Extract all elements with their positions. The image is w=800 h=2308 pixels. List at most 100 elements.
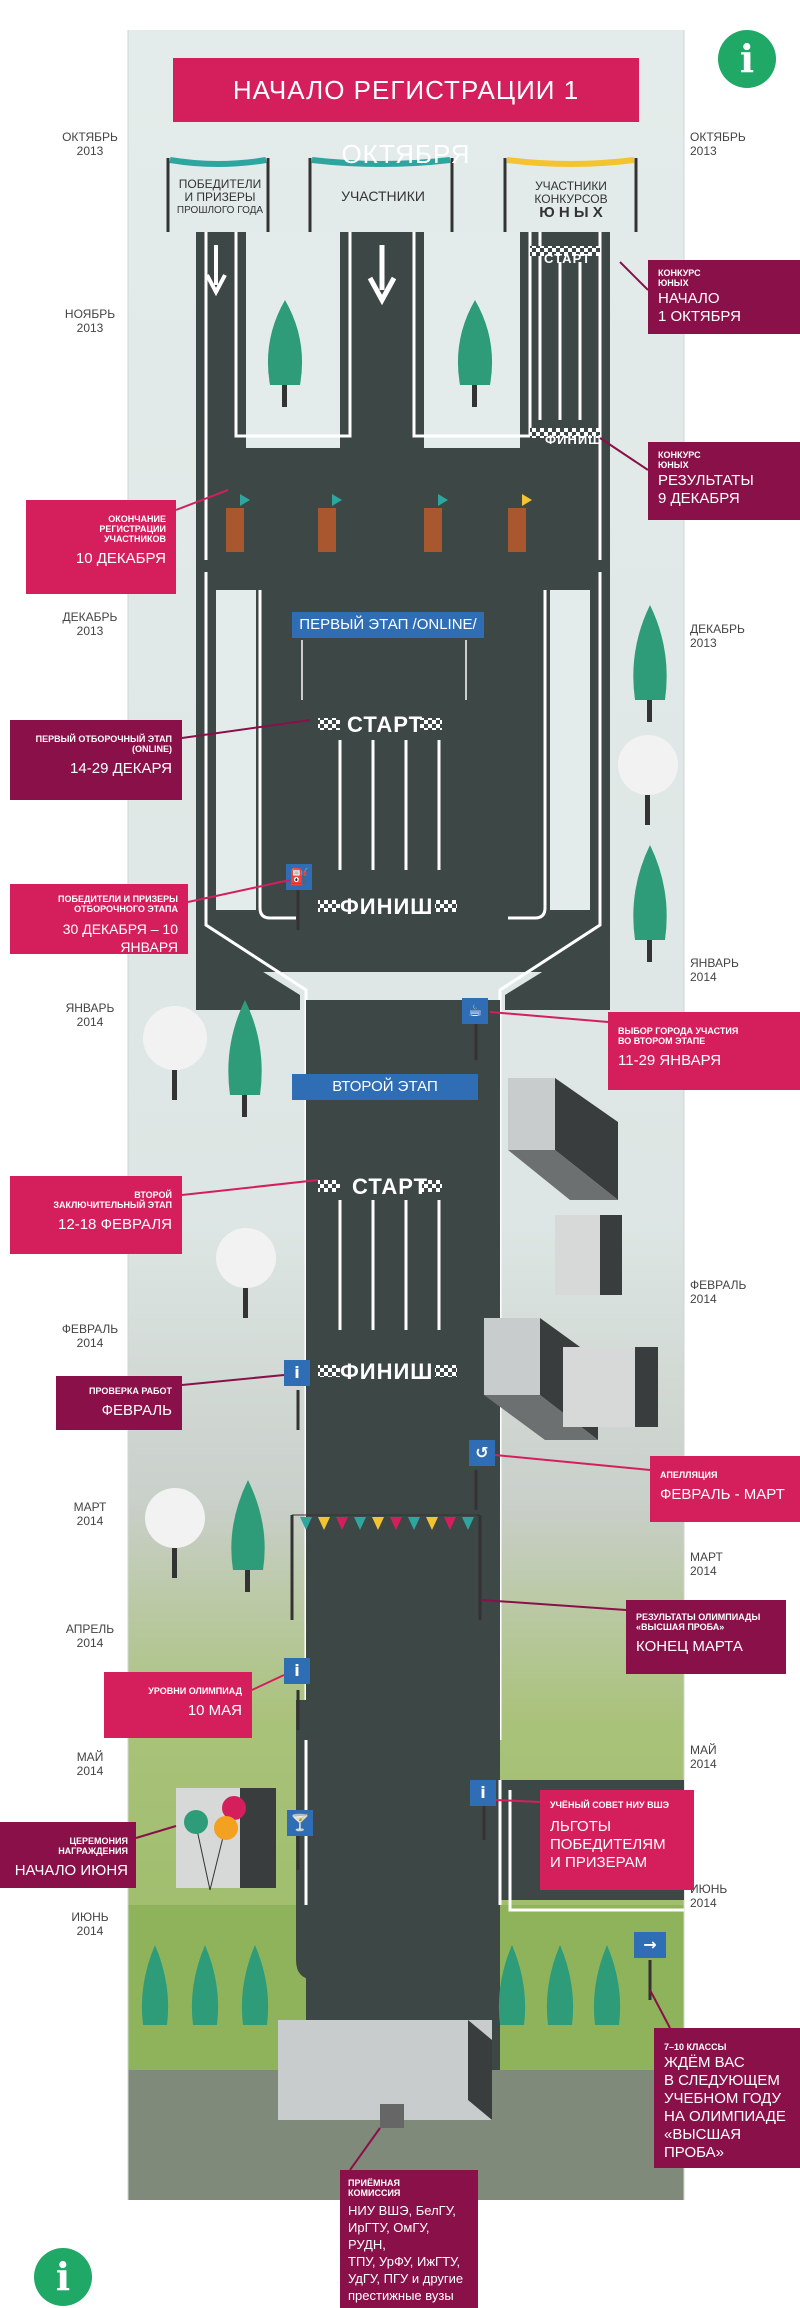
callout-big: УдГУ, ПГУ и другие — [348, 2271, 464, 2286]
lane-label-winners-line1: ПОБЕДИТЕЛИ — [178, 177, 262, 191]
lane-label-winners-line3: ПРОШЛОГО ГОДА — [176, 205, 264, 216]
callout-academic-council: УЧЁНЫЙ СОВЕТ НИУ ВШЭ ЛЬГОТЫ ПОБЕДИТЕЛЯМ … — [540, 1790, 694, 1890]
month-year: 2014 — [76, 1514, 104, 1528]
lane-banners — [166, 157, 638, 232]
info-icon-top[interactable]: i — [718, 30, 776, 88]
callout-admission-office: ПРИЁМНАЯ КОМИССИЯ НИУ ВШЭ, БелГУ, ИрГТУ,… — [340, 2170, 478, 2308]
callout-final-stage: ВТОРОЙ ЗАКЛЮЧИТЕЛЬНЫЙ ЭТАП 12-18 ФЕВРАЛЯ — [10, 1176, 182, 1254]
month-year: 2014 — [690, 1292, 717, 1306]
callout-small: ЮНЫХ — [658, 278, 689, 288]
month-year: 2014 — [76, 1015, 104, 1029]
month-name: ФЕВРАЛЬ — [690, 1278, 747, 1292]
arrow-middle — [367, 245, 397, 306]
junior-finish-label: ФИНИШ — [545, 432, 603, 447]
lane-label-winners-line2: И ПРИЗЕРЫ — [184, 190, 256, 204]
month-name: НОЯБРЬ — [64, 307, 116, 321]
month-name: АПРЕЛЬ — [65, 1622, 115, 1636]
callout-big: ПОБЕДИТЕЛЯМ — [550, 1836, 666, 1853]
stage1-island-right — [550, 590, 590, 910]
month-year: 2014 — [76, 1336, 104, 1350]
stage1-start-label: СТАРТ — [347, 712, 424, 737]
month-name: МАРТ — [690, 1550, 723, 1564]
callout-award-ceremony: ЦЕРЕМОНИЯ НАГРАЖДЕНИЯ НАЧАЛО ИЮНЯ — [0, 1822, 136, 1888]
coffee-icon: ☕ — [462, 998, 488, 1024]
bunting — [290, 1514, 482, 1620]
lane-label-juniors-line2: КОНКУРСОВ — [534, 192, 608, 206]
callout-big: 10 ДЕКАБРЯ — [75, 550, 166, 567]
callout-small: ЦЕРЕМОНИЯ НАГРАЖДЕНИЯ — [58, 1836, 128, 1856]
stage1-side-lines — [301, 640, 467, 700]
balloons — [184, 1796, 246, 1891]
sign-poles — [296, 890, 652, 2000]
month-year: 2014 — [690, 1896, 717, 1910]
month-year: 2014 — [76, 1636, 104, 1650]
month-year: 2014 — [76, 1924, 104, 1938]
info-icon-bottom[interactable]: i — [34, 2248, 92, 2306]
callout-olympiad-levels: УРОВНИ ОЛИМПИАД 10 МАЯ — [104, 1672, 252, 1738]
registration-banner: НАЧАЛО РЕГИСТРАЦИИ 1 ОКТЯБРЯ — [173, 58, 639, 169]
callout-big: «ВЫСШАЯ ПРОБА» — [664, 2126, 742, 2161]
callout-small: ОКОНЧАНИЕ — [108, 514, 166, 524]
callout-small: КОНКУРС — [658, 268, 701, 278]
callout-big: НА ОЛИМПИАДЕ — [664, 2108, 786, 2125]
stage2-road — [306, 1000, 500, 2070]
stage1-lanes — [338, 740, 441, 870]
stage2-lanes — [338, 1200, 441, 1330]
booths — [226, 494, 532, 552]
stage2-start-label: СТАРТ — [352, 1174, 429, 1199]
month-name: ИЮНЬ — [71, 1910, 109, 1924]
month-year: 2014 — [690, 970, 717, 984]
stage1-sign: ПЕРВЫЙ ЭТАП /ONLINE/ — [292, 612, 484, 638]
callout-small: РЕЗУЛЬТАТЫ ОЛИМПИАДЫ — [636, 1612, 761, 1622]
arrow-right-icon: → — [634, 1932, 666, 1958]
callout-big: НАЧАЛО — [658, 290, 720, 307]
month-name: ИЮНЬ — [690, 1882, 728, 1896]
callout-big: 12-18 ФЕВРАЛЯ — [58, 1216, 172, 1233]
callout-work-check: ПРОВЕРКА РАБОТ ФЕВРАЛЬ — [56, 1376, 182, 1430]
callout-big: И ПРИЗЕРАМ — [550, 1854, 648, 1871]
callout-small: ЗАКЛЮЧИТЕЛЬНЫЙ ЭТАП — [53, 1200, 172, 1210]
u-turn-icon: ↺ — [469, 1440, 495, 1466]
callout-small: ПРОВЕРКА РАБОТ — [88, 1386, 172, 1396]
callout-small: ПОБЕДИТЕЛИ И ПРИЗЕРЫ — [58, 894, 178, 904]
callout-big: НИУ ВШЭ, БелГУ, — [348, 2203, 456, 2218]
lane-label-juniors-line1: УЧАСТНИКИ — [535, 179, 607, 193]
callout-big: НАЧАЛО ИЮНЯ — [14, 1862, 128, 1879]
callout-small: РЕГИСТРАЦИИ — [99, 524, 166, 534]
stage2-finish-label: ФИНИШ — [340, 1359, 434, 1384]
callout-small: ПЕРВЫЙ ОТБОРОЧНЫЙ ЭТАП — [35, 734, 172, 744]
cocktail-icon: 🍸 — [287, 1810, 313, 1836]
callout-small: АПЕЛЛЯЦИЯ — [660, 1470, 718, 1480]
round-trees — [143, 735, 678, 1578]
callout-small: (ONLINE) — [132, 744, 172, 754]
month-year: 2013 — [76, 144, 104, 158]
callout-small: УЧАСТНИКОВ — [104, 534, 166, 544]
callout-big: РЕЗУЛЬТАТЫ — [658, 472, 754, 489]
callout-stage1: ПЕРВЫЙ ОТБОРОЧНЫЙ ЭТАП (ONLINE) 14-29 ДЕ… — [10, 720, 182, 800]
stage2-sign: ВТОРОЙ ЭТАП — [292, 1074, 478, 1100]
callout-small: «ВЫСШАЯ ПРОБА» — [636, 1622, 725, 1632]
month-name: ОКТЯБРЬ — [62, 130, 118, 144]
arrow-left — [205, 245, 227, 297]
callout-small: ВЫБОР ГОРОДА УЧАСТИЯ — [618, 1026, 739, 1036]
callout-appeal: АПЕЛЛЯЦИЯ ФЕВРАЛЬ - МАРТ — [650, 1456, 800, 1522]
callout-big: ФЕВРАЛЬ — [101, 1402, 172, 1419]
month-year: 2014 — [690, 1564, 717, 1578]
callout-small: КОМИССИЯ — [348, 2188, 401, 2198]
fuel-icon: ⛽ — [286, 864, 312, 890]
month-name: ДЕКАБРЬ — [62, 610, 118, 624]
callout-big: 10 МАЯ — [187, 1702, 242, 1719]
month-name: МАЙ — [76, 1750, 104, 1764]
callout-big: ЛЬГОТЫ — [550, 1818, 612, 1835]
info-sign-icon: i — [470, 1780, 496, 1806]
